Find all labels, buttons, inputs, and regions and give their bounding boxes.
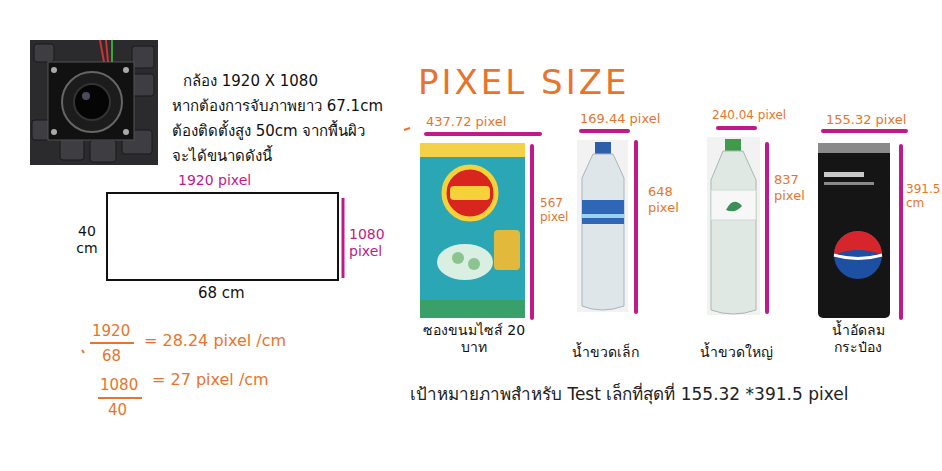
dimension-label: 1920 pixel [178,172,251,189]
equation: = 28.24 pixel /cm [144,331,286,350]
numerator: 1920 [92,322,130,340]
dimension-label: 391.5 cm [906,182,938,211]
item-caption: ซองขนมไซส์ 20 บาท [418,322,530,356]
denominator: 40 [108,401,127,419]
dimension-label: 837 pixel [774,172,814,203]
fraction-line [98,397,142,399]
equation: = 27 pixel /cm [152,370,269,389]
snack-bag [420,143,525,318]
dimension-label: 567 pixel [540,196,574,225]
note: หากต้องการจับภาพยาว 67.1cm [172,97,383,115]
dimension-line [342,198,345,278]
camera-photo [30,40,158,165]
dimension-label: 1080 pixel [349,226,389,260]
numerator: 1080 [100,376,138,394]
item-caption: น้ำขวดเล็ก [565,344,645,361]
denominator: 68 [102,347,121,365]
dimension-label: 648 pixel [648,184,688,215]
item-caption: น้ำอัดลม กระป๋อง [818,322,898,356]
note: ต้องติดตั้งสูง 50cm จากพื้นผิว [172,122,365,140]
small-bottle [577,140,628,312]
dimension-label: 155.32 pixel [826,112,906,128]
note: จะได้ขนาดดังนี้ [172,147,272,165]
view-rectangle [107,193,338,280]
note: กล้อง 1920 X 1080 [183,72,318,90]
dimension-label: 169.44 pixel [580,111,660,127]
dimension-label: 40 cm [72,223,102,257]
dimension-label: 68 cm [198,284,245,302]
soda-can [818,143,890,318]
dimension-label: 437.72 pixel [426,114,506,130]
item-caption: น้ำขวดใหญ่ [696,344,776,361]
fraction-line [90,342,134,344]
dimension-label: 240.04 pixel [712,108,786,122]
title: PIXEL SIZE [418,62,629,103]
target-note: เป้าหมายภาพสำหรับ Test เล็กที่สุดที่ 155… [410,384,848,404]
large-bottle [707,137,760,315]
